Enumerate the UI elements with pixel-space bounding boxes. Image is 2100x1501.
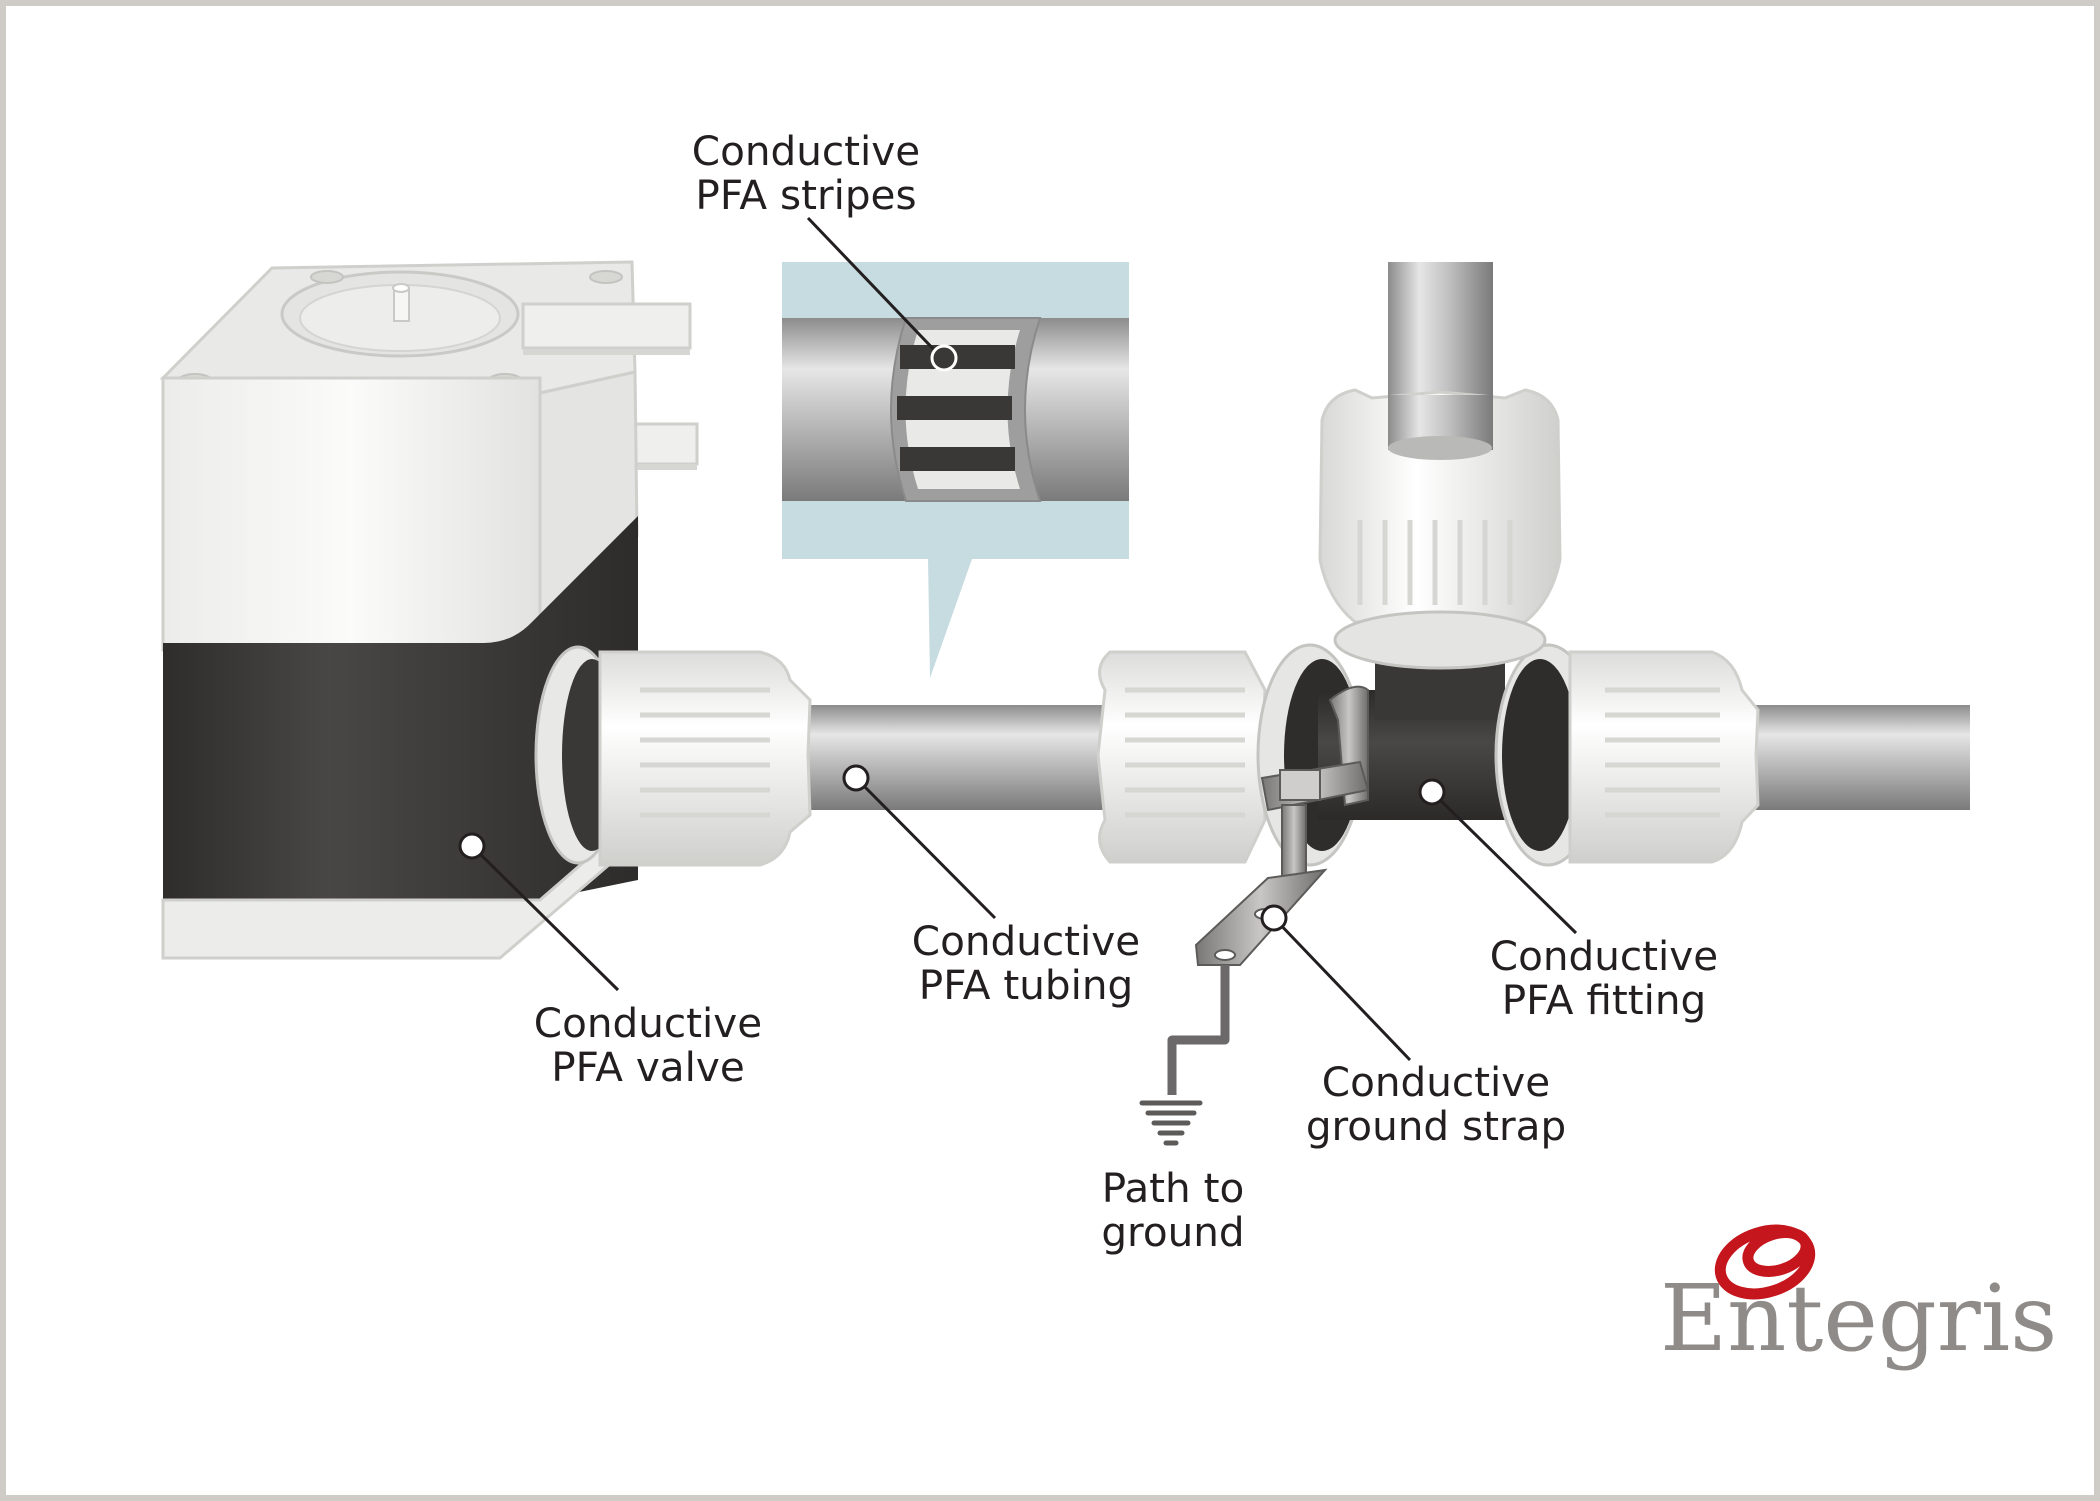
label-stripes-line2: PFA stripes [695,171,916,219]
label-strap-line2: ground strap [1306,1102,1566,1150]
valve-port-upper [521,302,692,350]
label-path-to-ground: Path to ground [1101,1164,1244,1256]
label-valve-line1: Conductive [534,999,762,1047]
tubing-right-outlet [1740,705,1970,810]
label-fitting-line2: PFA fitting [1502,976,1706,1024]
label-valve-line2: PFA valve [551,1043,745,1091]
conductive-pfa-tubing [766,705,1133,810]
label-tubing-line2: PFA tubing [919,961,1133,1009]
conductive-pfa-valve [159,260,699,960]
valve-connection-nut [534,645,812,867]
conductive-stripes [897,345,1015,471]
label-ground-strap: Conductive ground strap [1306,1058,1566,1150]
label-strap-line1: Conductive [1322,1058,1550,1106]
label-stripes-line1: Conductive [692,127,920,175]
label-pfa-tubing: Conductive PFA tubing [912,917,1140,1009]
entegris-logo: Entegris [1660,1224,2057,1372]
label-ground-line1: Path to [1102,1164,1245,1212]
label-pfa-valve: Conductive PFA valve [534,999,762,1091]
callout-leaders [470,216,1578,1062]
valve-conductive-band [163,516,638,900]
callout-dots [458,344,1446,932]
label-pfa-fitting: Conductive PFA fitting [1490,932,1718,1024]
label-pfa-stripes: Conductive PFA stripes [692,127,920,219]
stripes-detail-inset [782,262,1129,678]
label-tubing-line1: Conductive [912,917,1140,965]
ground-symbol-icon [1139,1100,1203,1146]
entegris-rings-icon [1714,1224,1816,1300]
entegris-wordmark: Entegris [1660,1265,2057,1372]
ground-wire [1167,965,1230,1095]
label-ground-line2: ground [1101,1208,1244,1256]
label-fitting-line1: Conductive [1490,932,1718,980]
